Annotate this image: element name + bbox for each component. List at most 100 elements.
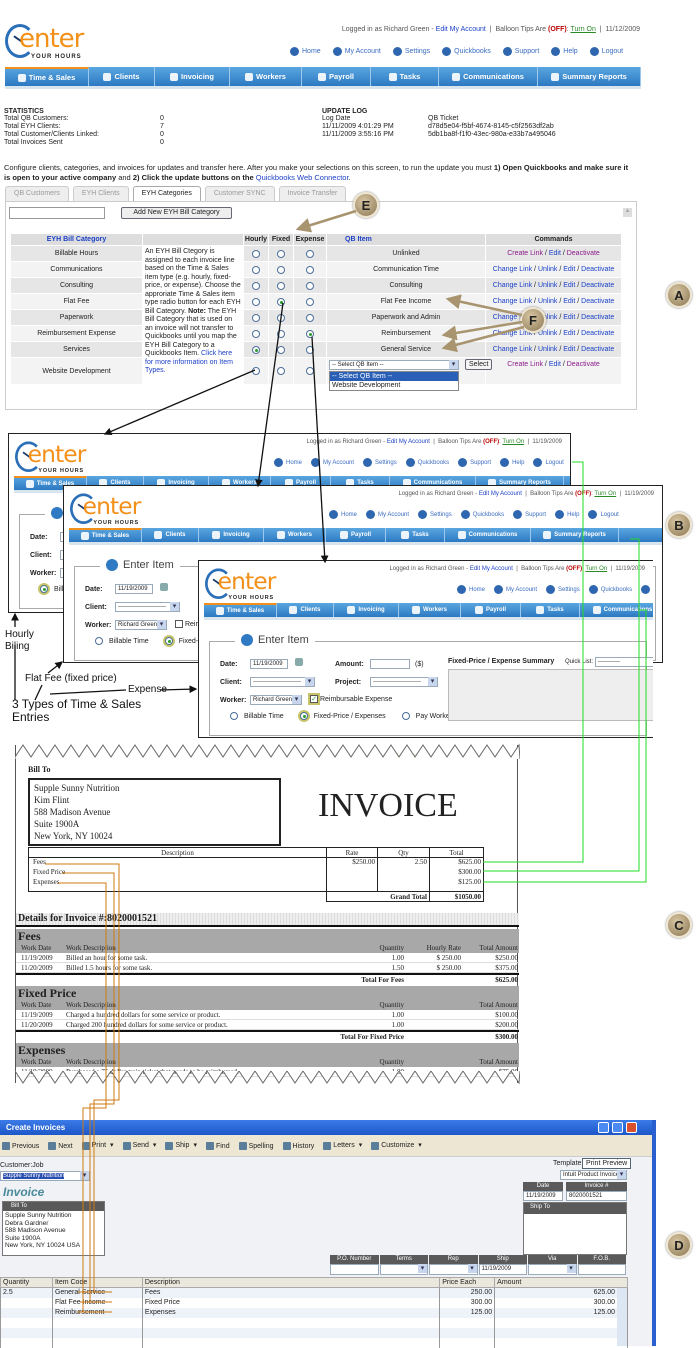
line-cell[interactable] bbox=[0, 1317, 53, 1328]
top-link-quickbooks[interactable]: Quickbooks bbox=[442, 47, 491, 56]
nav-tab-time-sales[interactable]: Time & Sales bbox=[14, 476, 87, 490]
line-cell[interactable]: Fees bbox=[141, 1287, 441, 1298]
radio-fixed[interactable] bbox=[277, 367, 285, 375]
deactivate-link[interactable]: Deactivate bbox=[581, 330, 615, 337]
top-link-support[interactable]: Support bbox=[513, 510, 546, 519]
calendar-icon[interactable] bbox=[160, 583, 168, 591]
radio-expense[interactable] bbox=[306, 249, 314, 258]
worker-select[interactable]: Richard Green bbox=[115, 620, 167, 630]
edit-link[interactable]: Edit bbox=[548, 361, 561, 368]
nav-tab-payroll[interactable]: Payroll bbox=[461, 603, 521, 617]
radio-expense[interactable] bbox=[306, 367, 314, 375]
top-link-settings[interactable]: Settings bbox=[392, 47, 430, 56]
nav-tab-tasks[interactable]: Tasks bbox=[386, 528, 445, 542]
edit-link[interactable]: Edit bbox=[563, 314, 576, 321]
toolbar-customize[interactable]: Customize▾ bbox=[371, 1141, 422, 1150]
line-cell[interactable] bbox=[51, 1327, 143, 1338]
unlink-link[interactable]: Unlink bbox=[537, 282, 558, 289]
field-ponumber[interactable]: P.O. Number bbox=[330, 1255, 379, 1275]
top-link-help[interactable]: Help bbox=[551, 47, 578, 56]
change-link-link[interactable]: Change Link bbox=[492, 314, 533, 321]
tab-eyh-clients[interactable]: EYH Clients bbox=[72, 186, 129, 201]
line-cell[interactable]: Expenses bbox=[141, 1307, 441, 1318]
line-item-row[interactable] bbox=[0, 1327, 628, 1338]
nav-tab-communications[interactable]: Communications bbox=[445, 528, 531, 542]
toolbar-history[interactable]: History bbox=[282, 1141, 314, 1150]
toolbar-next[interactable]: Next bbox=[48, 1141, 73, 1150]
field-input[interactable] bbox=[528, 1264, 577, 1275]
project-select[interactable]: ------------------------ bbox=[370, 677, 438, 687]
deactivate-link[interactable]: Deactivate bbox=[581, 298, 615, 305]
radio-fixed[interactable] bbox=[277, 265, 285, 274]
top-link-my-account[interactable]: My Account bbox=[366, 510, 409, 519]
field-input[interactable] bbox=[379, 1264, 428, 1275]
nav-tab-workers[interactable]: Workers bbox=[230, 67, 302, 86]
radio-expense[interactable] bbox=[306, 345, 314, 354]
dropdown-arrow-icon[interactable]: ▾ bbox=[358, 1142, 363, 1150]
radio-fixed[interactable] bbox=[277, 313, 285, 322]
edit-link[interactable]: Edit bbox=[548, 250, 561, 257]
date-value[interactable]: 11/19/2009 bbox=[523, 1191, 563, 1201]
edit-account-link[interactable]: Edit My Account bbox=[435, 26, 486, 33]
dropdown-arrow-icon[interactable]: ▾ bbox=[418, 1142, 422, 1150]
dropdown-option[interactable]: -- Select QB Item -- bbox=[330, 372, 458, 381]
line-cell[interactable]: 2.5 bbox=[0, 1287, 53, 1298]
top-link-quickbooks[interactable]: Quickbooks bbox=[588, 585, 632, 594]
deactivate-link[interactable]: Deactivate bbox=[566, 250, 600, 257]
dropdown-arrow-icon[interactable]: ▾ bbox=[110, 1142, 114, 1150]
top-link-home[interactable]: Home bbox=[274, 458, 302, 467]
reimbursable-checkbox[interactable]: ✓ bbox=[310, 695, 318, 703]
nav-tab-invoicing[interactable]: Invoicing bbox=[144, 476, 209, 490]
toolbar-spelling[interactable]: Spelling bbox=[238, 1141, 274, 1150]
scrollbar-up[interactable]: ▲ bbox=[623, 208, 632, 217]
edit-link[interactable]: Edit bbox=[563, 298, 576, 305]
nav-tab-tasks[interactable]: Tasks bbox=[371, 67, 439, 86]
nav-tab-tasks[interactable]: Tasks bbox=[331, 476, 390, 490]
line-cell[interactable]: 125.00 bbox=[439, 1307, 496, 1318]
radio-expense[interactable] bbox=[306, 313, 314, 322]
tab-qb-customers[interactable]: QB Customers bbox=[5, 186, 69, 201]
nav-tab-clients[interactable]: Clients bbox=[142, 528, 199, 542]
toolbar-ship[interactable]: Ship▾ bbox=[165, 1141, 197, 1150]
radio-hourly[interactable] bbox=[252, 329, 260, 338]
turn-on-link[interactable]: Turn On bbox=[585, 566, 608, 572]
edit-link[interactable]: Edit bbox=[563, 346, 576, 353]
unlink-link[interactable]: Unlink bbox=[537, 330, 558, 337]
dropdown-arrow-icon[interactable]: ▾ bbox=[193, 1142, 197, 1150]
edit-link[interactable]: Edit bbox=[563, 330, 576, 337]
logo[interactable]: enter YOUR HOURS bbox=[5, 18, 85, 63]
invoice-number-field[interactable]: Invoice #8020001521 bbox=[566, 1182, 627, 1201]
line-cell[interactable]: 625.00 bbox=[494, 1287, 628, 1298]
edit-account-link[interactable]: Edit My Account bbox=[469, 566, 513, 572]
nav-tab-summary-reports[interactable]: Summary Reports bbox=[531, 528, 619, 542]
unlink-link[interactable]: Unlink bbox=[537, 266, 558, 273]
top-link-help[interactable]: Help bbox=[500, 458, 524, 467]
close-button[interactable] bbox=[626, 1122, 637, 1133]
date-input[interactable]: 11/19/2009 bbox=[115, 584, 153, 594]
line-cell[interactable] bbox=[51, 1337, 143, 1348]
radio-expense[interactable] bbox=[306, 265, 314, 274]
nav-tab-payroll[interactable]: Payroll bbox=[326, 528, 386, 542]
change-link-link[interactable]: Change Link bbox=[492, 266, 533, 273]
line-cell[interactable]: 125.00 bbox=[494, 1307, 628, 1318]
web-connector-link[interactable]: Quickbooks Web Connector bbox=[255, 173, 349, 182]
nav-tab-clients[interactable]: Clients bbox=[89, 67, 155, 86]
line-cell[interactable] bbox=[0, 1307, 53, 1318]
top-link-home[interactable]: Home bbox=[329, 510, 357, 519]
qb-item-select[interactable]: -- Select QB Item -- bbox=[329, 360, 459, 370]
field-input[interactable]: 11/19/2009 bbox=[478, 1264, 527, 1275]
radio-hourly[interactable] bbox=[252, 367, 260, 375]
line-item-row[interactable] bbox=[0, 1337, 628, 1348]
minimize-button[interactable] bbox=[598, 1122, 609, 1133]
radio-hourly[interactable] bbox=[252, 345, 260, 354]
line-cell[interactable] bbox=[494, 1317, 628, 1328]
field-terms[interactable]: Terms bbox=[379, 1255, 428, 1275]
line-cell[interactable]: Fixed Price bbox=[141, 1297, 441, 1308]
col-header-category[interactable]: EYH Bill Category bbox=[11, 234, 142, 245]
radio-expense[interactable] bbox=[306, 297, 314, 306]
field-input[interactable] bbox=[429, 1264, 478, 1275]
radio-fixed[interactable] bbox=[277, 297, 285, 306]
